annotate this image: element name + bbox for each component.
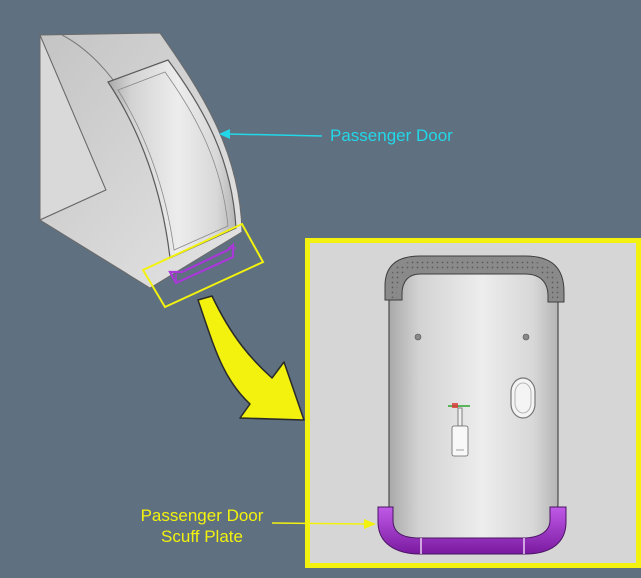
passenger-door-leader [219, 129, 323, 139]
scuff-plate-label-line2: Scuff Plate [161, 527, 243, 546]
door-upper-seal-dots [389, 261, 560, 298]
scuff-plate [377, 506, 567, 555]
door-bolt [522, 333, 530, 341]
door-frame-inner [117, 71, 229, 251]
fuselage-section [38, 32, 265, 309]
door-frame-outer [107, 59, 237, 259]
door-window-icon [510, 377, 536, 419]
detail-panel [305, 238, 641, 568]
curved-arrow-icon [197, 295, 305, 421]
yellow-arrowhead-icon [364, 519, 376, 529]
cyan-arrowhead-icon [219, 129, 230, 139]
door-bolt [414, 333, 422, 341]
scuff-plate-leader [271, 519, 376, 529]
iso-highlight-box [141, 222, 265, 309]
iso-scuff-plate-step [175, 247, 236, 283]
door-handle-icon [448, 403, 470, 457]
passenger-door-label: Passenger Door [330, 126, 453, 145]
scuff-plate-label-line1: Passenger Door [140, 506, 264, 525]
scuff-plate-label: Passenger Door Scuff Plate [118, 505, 286, 547]
